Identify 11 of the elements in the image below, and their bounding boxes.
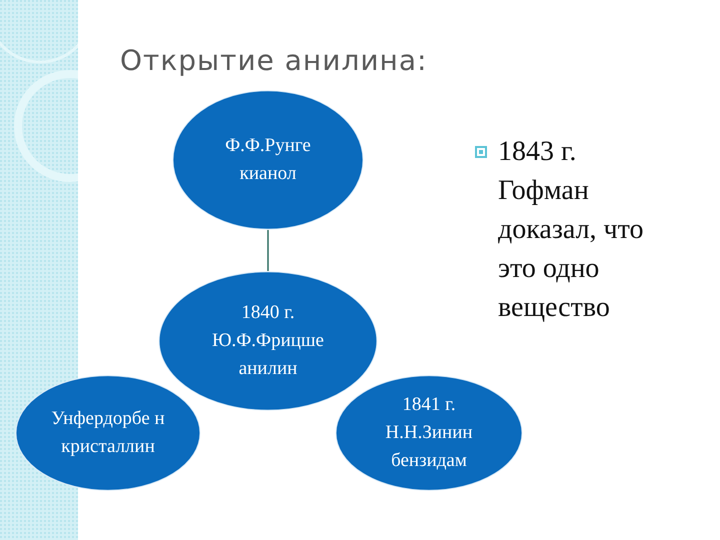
node-text: Ф.Ф.Рунге кианол xyxy=(224,134,312,186)
ellipse-node xyxy=(158,271,378,411)
node-text: 1840 г. Ю.Ф.Фрицше анилин xyxy=(211,301,325,381)
node-text: Унфердорбе н кристаллин xyxy=(51,407,165,459)
ellipse-node xyxy=(335,375,523,491)
note-text: 1843 г. Гофман доказал, что это одно вещество xyxy=(498,135,645,325)
connector-line xyxy=(267,230,269,271)
title: Открытие анилина: xyxy=(120,44,428,77)
ellipse-node xyxy=(172,90,364,230)
node-text: 1841 г. Н.Н.Зинин бензидам xyxy=(384,393,474,473)
ellipse-node xyxy=(15,375,201,491)
